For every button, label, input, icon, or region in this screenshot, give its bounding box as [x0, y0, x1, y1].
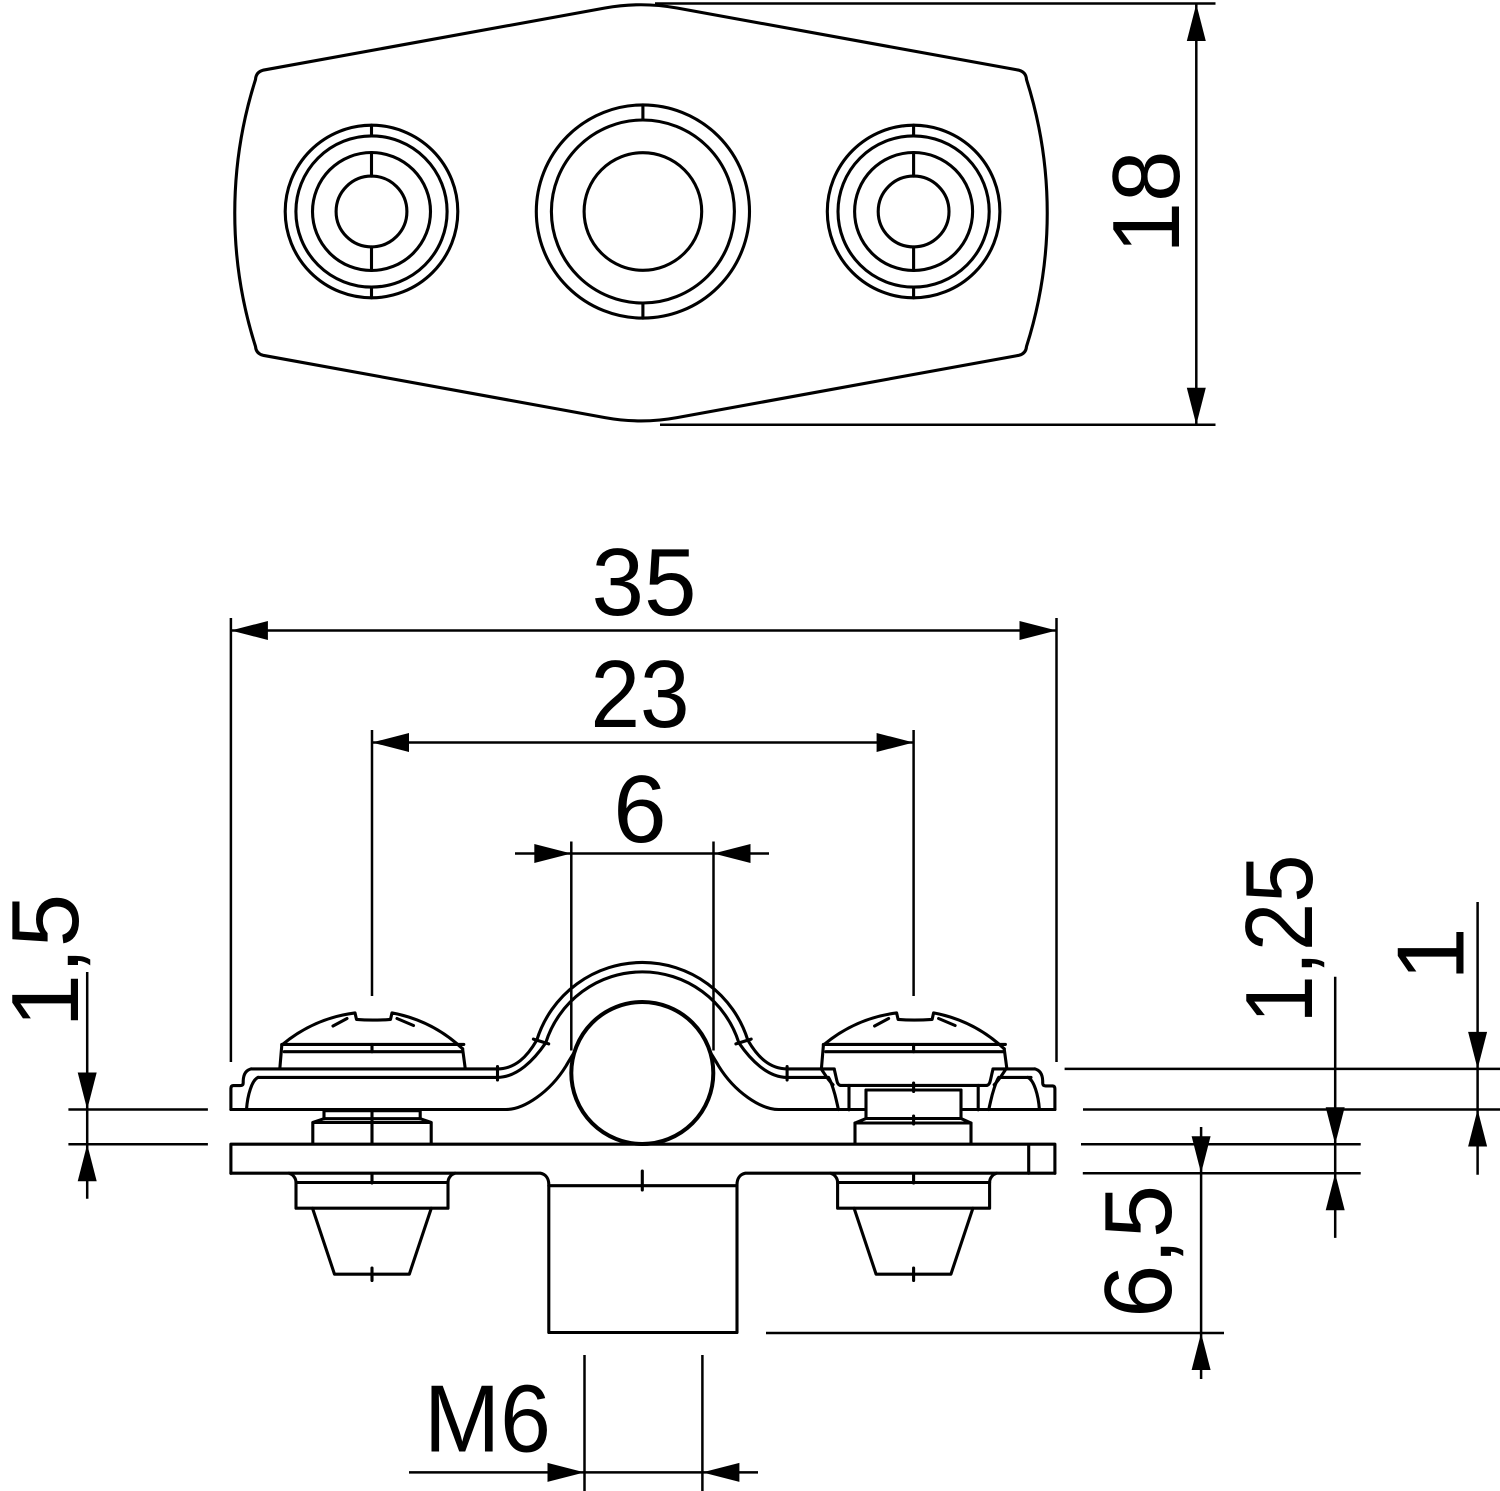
svg-text:1: 1: [1378, 927, 1485, 980]
svg-text:18: 18: [1093, 151, 1200, 254]
svg-text:1,25: 1,25: [1226, 855, 1333, 1024]
svg-text:6,5: 6,5: [1085, 1185, 1192, 1318]
svg-text:M6: M6: [424, 1366, 551, 1473]
svg-text:6: 6: [613, 756, 666, 863]
svg-text:23: 23: [591, 641, 690, 748]
svg-text:35: 35: [592, 529, 697, 636]
svg-text:1,5: 1,5: [0, 894, 99, 1028]
